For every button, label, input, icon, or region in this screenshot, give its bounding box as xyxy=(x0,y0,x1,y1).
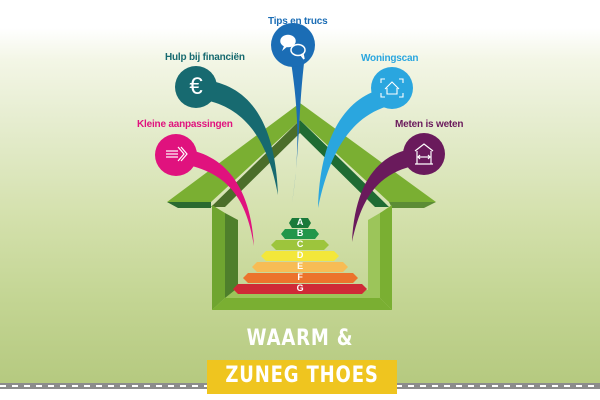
title-line-1: WAARM & xyxy=(246,326,354,351)
energy-class-c: C xyxy=(296,239,304,249)
arrow-chevron-icon xyxy=(166,146,188,162)
label-kleine-aanpassingen[interactable]: Kleine aanpassingen xyxy=(137,119,233,130)
label-meten-is-weten[interactable]: Meten is weten xyxy=(395,119,464,130)
title-line-2: ZUNEG THOES xyxy=(225,363,379,388)
energy-class-g: G xyxy=(296,283,304,293)
label-woningscan[interactable]: Woningscan xyxy=(361,53,419,64)
bubble-meten-is-weten[interactable] xyxy=(403,133,445,175)
bubble-hulp-bij-financien[interactable] xyxy=(175,66,217,108)
title-banner xyxy=(207,360,397,394)
energy-class-f: F xyxy=(297,272,303,282)
energy-class-a: A xyxy=(296,217,304,227)
house-scan-icon xyxy=(380,78,404,98)
euro-icon: € xyxy=(189,73,203,100)
bubble-kleine-aanpassingen[interactable] xyxy=(155,134,197,176)
energy-class-e: E xyxy=(297,261,303,271)
chat-bubbles-icon xyxy=(280,34,306,60)
label-tips-en-trucs[interactable]: Tips en trucs xyxy=(268,16,328,27)
label-hulp-bij-financien[interactable]: Hulp bij financiën xyxy=(165,52,245,63)
energy-class-b: B xyxy=(296,228,304,238)
house-measure-icon xyxy=(414,143,434,165)
energy-label-pyramid xyxy=(233,218,367,294)
energy-class-d: D xyxy=(296,250,304,260)
bubble-woningscan[interactable] xyxy=(371,67,413,109)
